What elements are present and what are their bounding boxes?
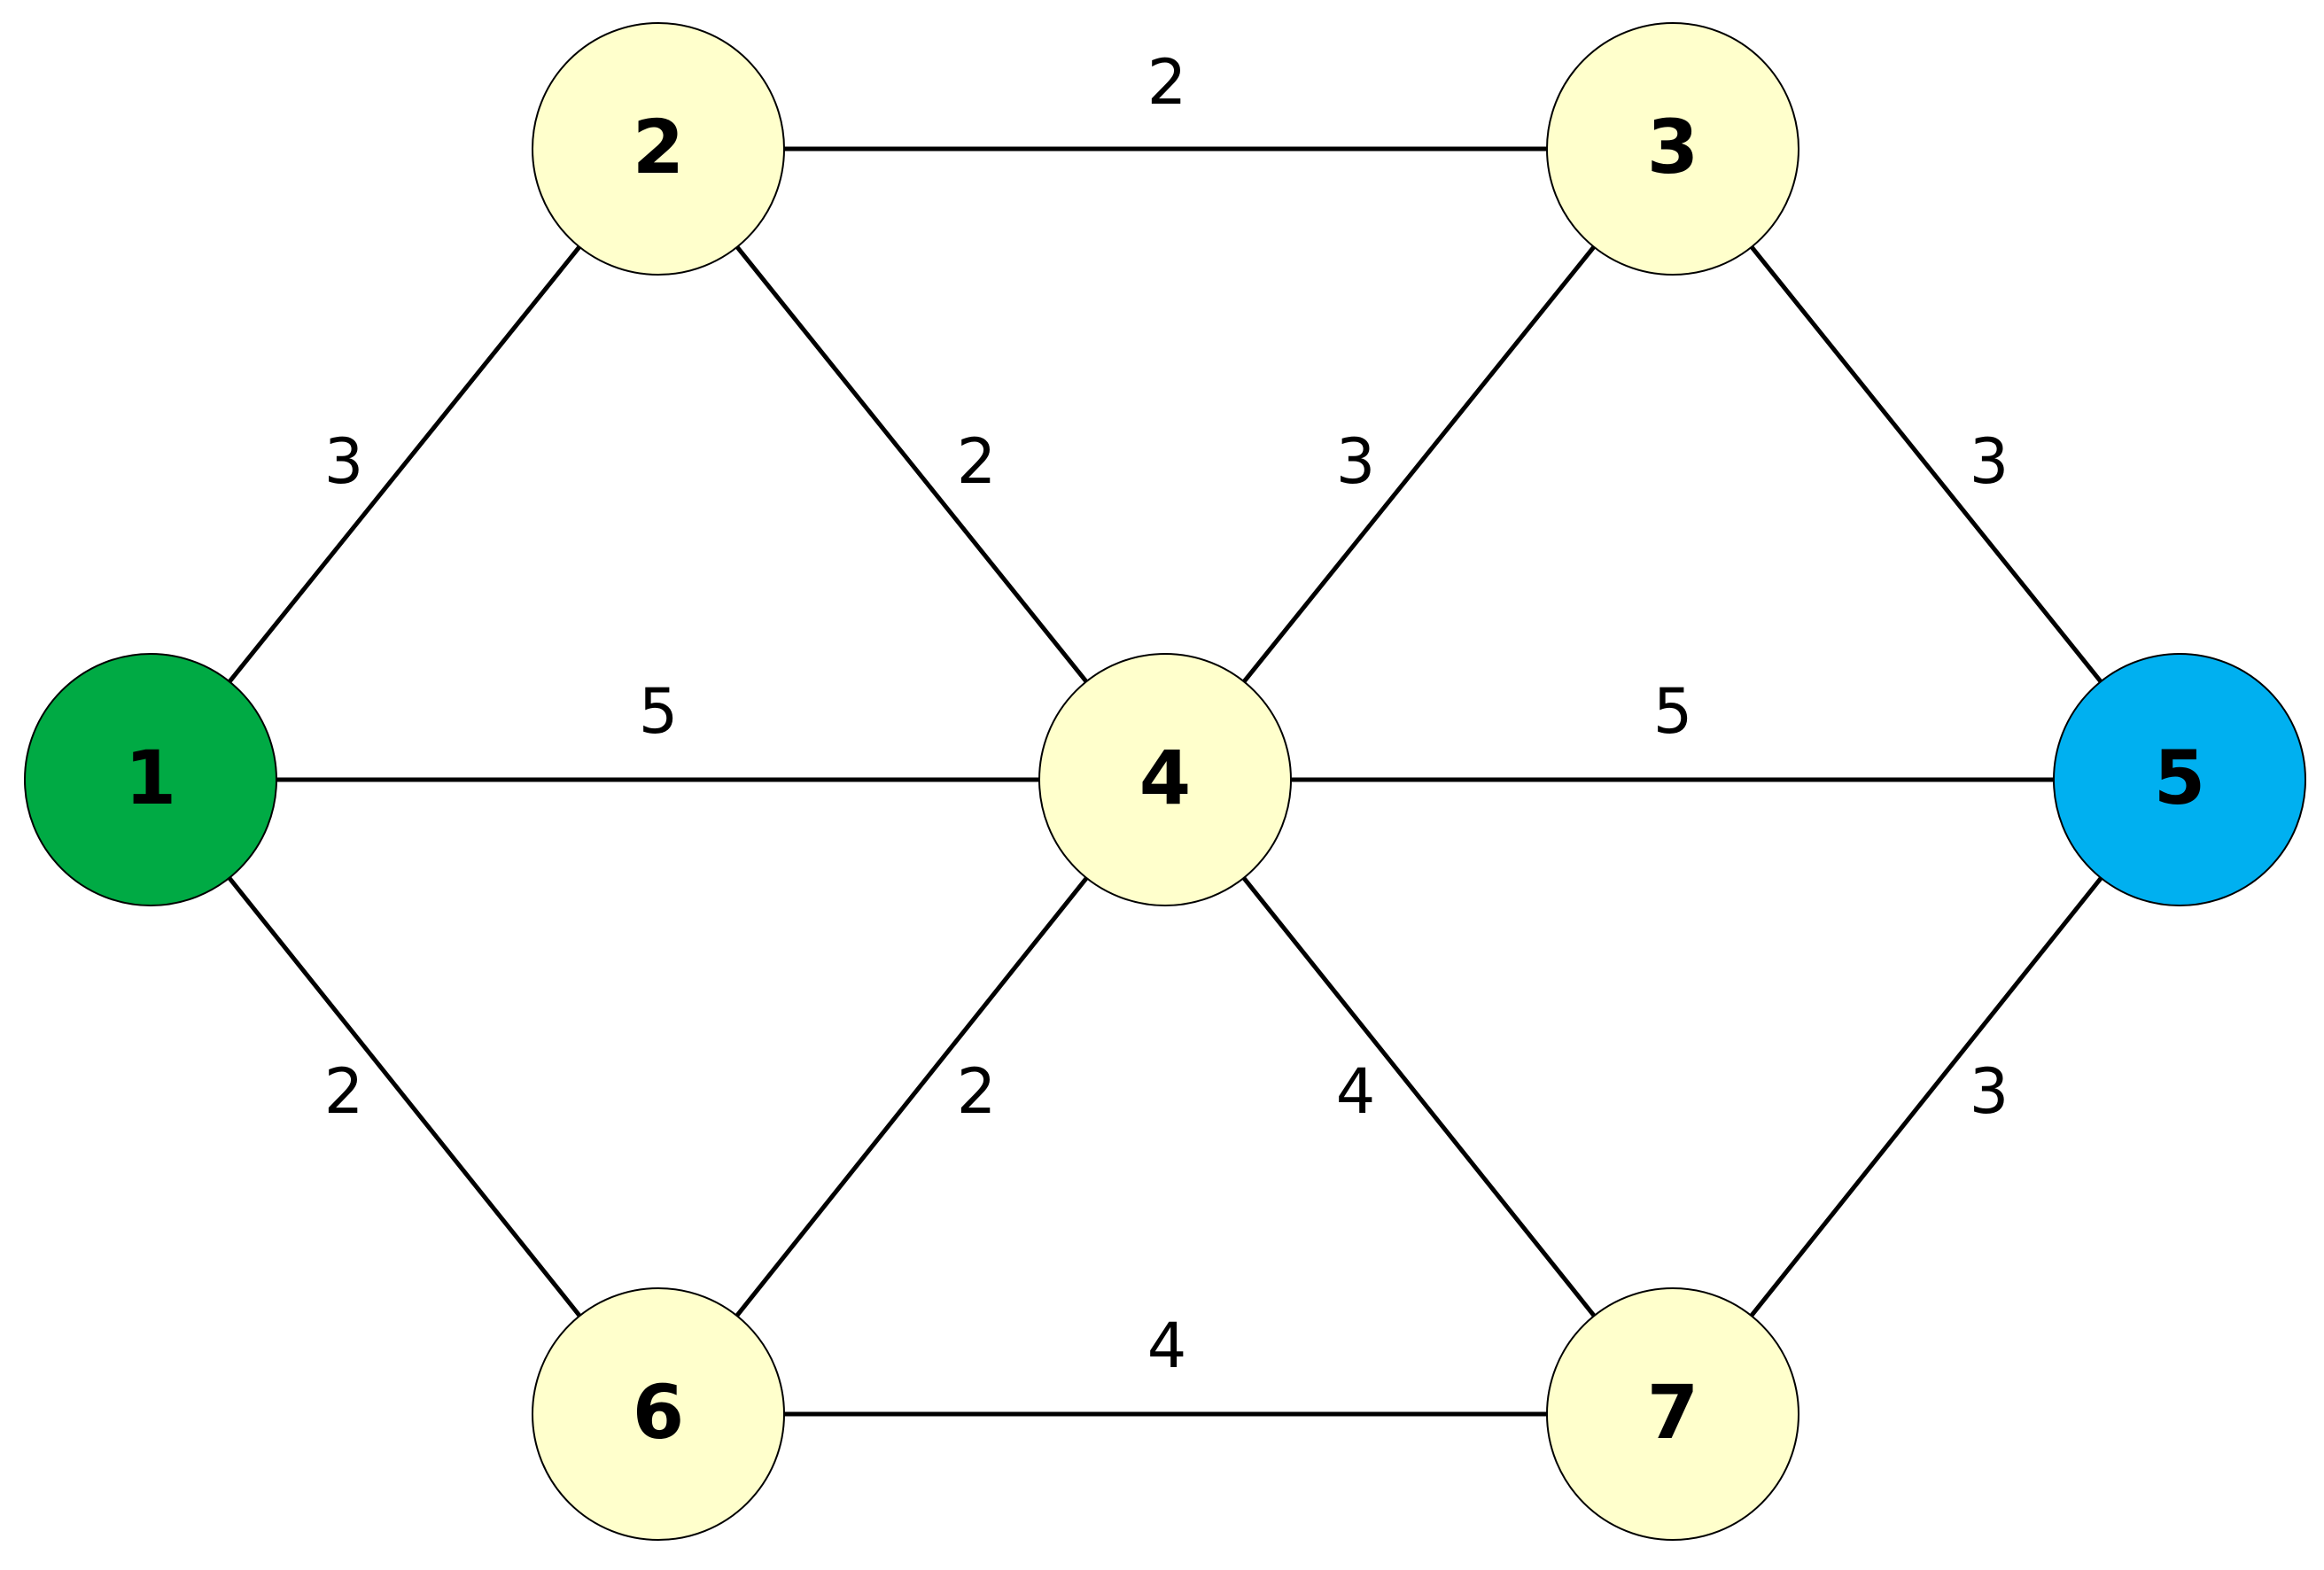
node-1: 1: [24, 653, 277, 906]
node-4: 4: [1038, 653, 1292, 906]
edge-3-4: [1242, 245, 1596, 683]
node-label-4: 4: [1139, 734, 1191, 821]
node-label-5: 5: [2154, 734, 2205, 821]
nodes-layer: 1 2 3 4 5 6 7: [24, 22, 2306, 1541]
node-label-6: 6: [633, 1369, 684, 1456]
node-circle-5: [2053, 653, 2306, 906]
node-circle-6: [532, 1287, 785, 1541]
node-circle-7: [1546, 1287, 1799, 1541]
node-circle-4: [1038, 653, 1292, 906]
edge-weight-3-4: 3: [1336, 425, 1376, 498]
edge-weight-1-4: 5: [639, 675, 679, 748]
node-6: 6: [532, 1287, 785, 1541]
node-label-2: 2: [633, 104, 684, 190]
node-circle-2: [532, 22, 785, 276]
edge-weight-2-4: 2: [957, 425, 997, 498]
node-7: 7: [1546, 1287, 1799, 1541]
node-3: 3: [1546, 22, 1799, 276]
edge-weight-6-7: 4: [1147, 1310, 1187, 1382]
edge-4-6: [735, 876, 1089, 1317]
edge-weight-4-7: 4: [1336, 1055, 1376, 1128]
node-circle-3: [1546, 22, 1799, 276]
edge-weight-5-7: 3: [1970, 1055, 2009, 1128]
edge-1-6: [227, 876, 582, 1317]
node-label-3: 3: [1647, 104, 1698, 190]
node-circle-1: [24, 653, 277, 906]
edge-1-2: [228, 245, 581, 683]
node-label-7: 7: [1647, 1369, 1698, 1456]
edge-weight-2-3: 2: [1147, 46, 1187, 119]
edge-5-7: [1749, 876, 2103, 1317]
edge-3-5: [1749, 245, 2103, 683]
node-label-1: 1: [125, 734, 176, 821]
node-5: 5: [2053, 653, 2306, 906]
edge-weight-4-5: 5: [1653, 675, 1693, 748]
edge-weight-4-6: 2: [957, 1055, 997, 1128]
edge-labels-layer: 3 5 2 2 2 3 3 5 2 4 3 4: [324, 46, 2009, 1382]
edge-weight-1-2: 3: [324, 425, 364, 498]
edge-weight-3-5: 3: [1970, 425, 2009, 498]
edge-weight-1-6: 2: [324, 1055, 364, 1128]
edges-layer: [227, 146, 2103, 1417]
node-2: 2: [532, 22, 785, 276]
edge-4-7: [1241, 876, 1597, 1317]
edge-2-4: [735, 245, 1089, 683]
